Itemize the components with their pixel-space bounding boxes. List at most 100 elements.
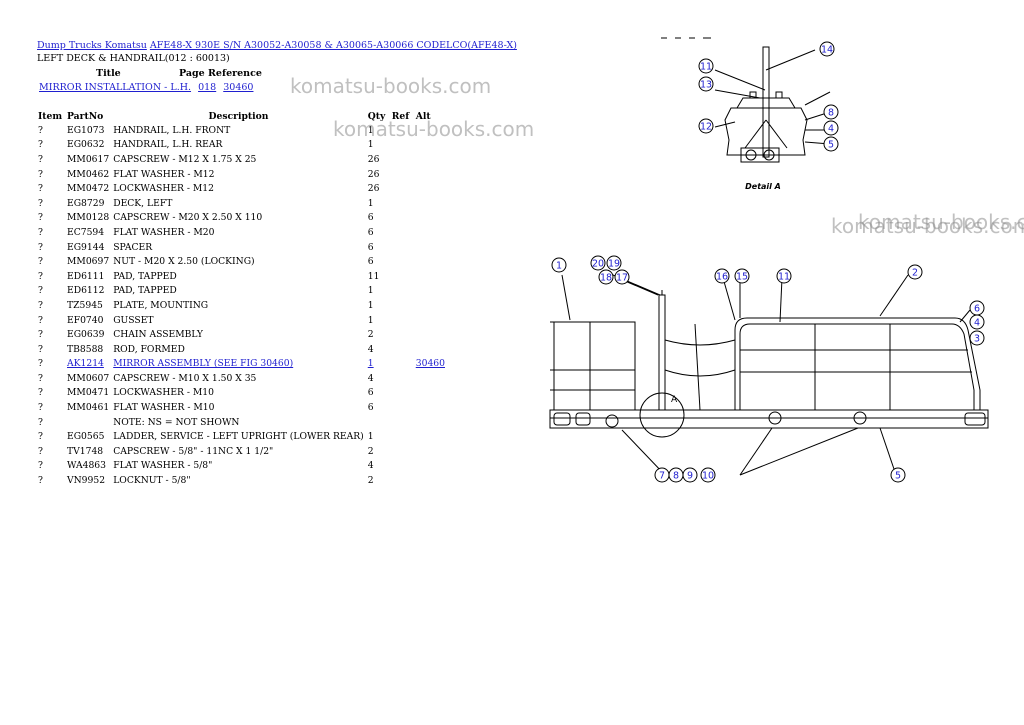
cell-qty: 26 xyxy=(367,183,380,195)
cell-item: ? xyxy=(38,183,43,195)
callout-number: 15 xyxy=(736,272,748,283)
cell-description: HANDRAIL, L.H. FRONT xyxy=(113,124,231,136)
cell-partno: MM0128 xyxy=(67,212,110,224)
reference-code-link[interactable]: 018 xyxy=(198,82,217,93)
cell-alt xyxy=(416,254,449,269)
cell-item: ? xyxy=(38,372,43,384)
cell-item: ? xyxy=(38,343,43,355)
cell-alt xyxy=(416,473,449,488)
cell-alt xyxy=(416,181,449,196)
cell-description: LOCKWASHER - M12 xyxy=(113,183,214,195)
cell-qty: 6 xyxy=(367,256,374,268)
cell-description: FLAT WASHER - M10 xyxy=(113,402,215,414)
breadcrumb-link-dump-trucks[interactable]: Dump Trucks Komatsu xyxy=(37,40,147,51)
parts-table: Item PartNo Description Qty Ref Alt ?EG1… xyxy=(38,109,449,488)
cell-item: ? xyxy=(38,153,43,165)
cell-partno: EG9144 xyxy=(67,241,105,253)
cell-partno: EG1073 xyxy=(67,124,105,136)
callout-number: 9 xyxy=(687,471,693,482)
reference-title-link[interactable]: MIRROR INSTALLATION - L.H. xyxy=(39,82,192,93)
cell-ref xyxy=(392,269,416,284)
callout-number: 20 xyxy=(592,259,604,270)
cell-ref xyxy=(392,459,416,474)
cell-alt xyxy=(416,429,449,444)
cell-partno: VN9952 xyxy=(67,475,106,487)
callout-number: 2 xyxy=(912,268,918,279)
cell-description: CAPSCREW - M20 X 2.50 X 110 xyxy=(113,212,263,224)
cell-ref xyxy=(392,284,416,299)
table-row: ? NOTE: NS = NOT SHOWN xyxy=(38,415,449,430)
cell-item: ? xyxy=(38,168,43,180)
callout-number: 13 xyxy=(700,80,712,91)
cell-partno xyxy=(67,415,113,430)
cell-ref[interactable] xyxy=(392,357,416,372)
callout-number: 11 xyxy=(778,272,790,283)
cell-partno[interactable]: AK1214 xyxy=(67,358,104,370)
cell-qty: 2 xyxy=(367,329,374,341)
cell-qty[interactable]: 1 xyxy=(367,358,374,370)
cell-qty: 6 xyxy=(367,402,374,414)
cell-qty: 1 xyxy=(367,197,374,209)
callout-bubble xyxy=(890,467,906,483)
cell-qty: 1 xyxy=(367,124,374,136)
reference-page-link[interactable]: 30460 xyxy=(223,82,254,93)
cell-description: HANDRAIL, L.H. REAR xyxy=(113,139,223,151)
cell-ref xyxy=(392,429,416,444)
callout-bubble xyxy=(907,264,923,280)
callout-bubble xyxy=(823,104,839,120)
cell-alt[interactable]: 30460 xyxy=(415,358,445,370)
cell-description: CAPSCREW - 5/8" - 11NC X 1 1/2" xyxy=(113,445,274,457)
cell-qty: 6 xyxy=(367,387,374,399)
callout-bubble xyxy=(698,118,714,134)
cell-ref xyxy=(392,371,416,386)
cell-ref xyxy=(392,313,416,328)
cell-description: LOCKWASHER - M10 xyxy=(113,387,214,399)
breadcrumb-link-model[interactable]: AFE48-X 930E S/N A30052-A30058 & A30065-… xyxy=(149,40,517,51)
cell-partno: MM0461 xyxy=(67,402,110,414)
cell-qty: 4 xyxy=(367,460,374,472)
cell-description[interactable]: MIRROR ASSEMBLY (SEE FIG 30460) xyxy=(113,358,294,370)
callout-bubble xyxy=(969,314,985,330)
cell-item: ? xyxy=(38,124,43,136)
callout-number: 5 xyxy=(895,471,901,482)
header-description: Description xyxy=(208,110,269,122)
cell-item: ? xyxy=(38,460,43,472)
cell-item: ? xyxy=(38,475,43,487)
cell-item: ? xyxy=(38,416,43,428)
callout-number: 3 xyxy=(974,334,980,345)
watermark-text: komatsu-books.com xyxy=(831,214,1024,238)
header-ref: Ref xyxy=(391,110,410,122)
cell-qty: 4 xyxy=(367,372,374,384)
header-partno: PartNo xyxy=(67,110,104,122)
callout-number: 6 xyxy=(974,304,980,315)
cell-description: FLAT WASHER - 5/8" xyxy=(113,460,213,472)
callout-bubble xyxy=(823,136,839,152)
cell-description: CAPSCREW - M12 X 1.75 X 25 xyxy=(113,153,257,165)
cell-item: ? xyxy=(38,197,43,209)
cell-ref xyxy=(392,225,416,240)
cell-item: ? xyxy=(38,241,43,253)
cell-description: PAD, TAPPED xyxy=(113,270,177,282)
cell-partno: ED6112 xyxy=(67,285,105,297)
cell-description: NOTE: NS = NOT SHOWN xyxy=(113,416,240,428)
cell-qty: 1 xyxy=(367,139,374,151)
cell-alt xyxy=(416,225,449,240)
cell-alt xyxy=(416,400,449,415)
cell-partno: MM0471 xyxy=(67,387,110,399)
cell-item: ? xyxy=(38,431,43,443)
cell-qty: 2 xyxy=(367,475,374,487)
cell-description: CHAIN ASSEMBLY xyxy=(113,329,203,341)
